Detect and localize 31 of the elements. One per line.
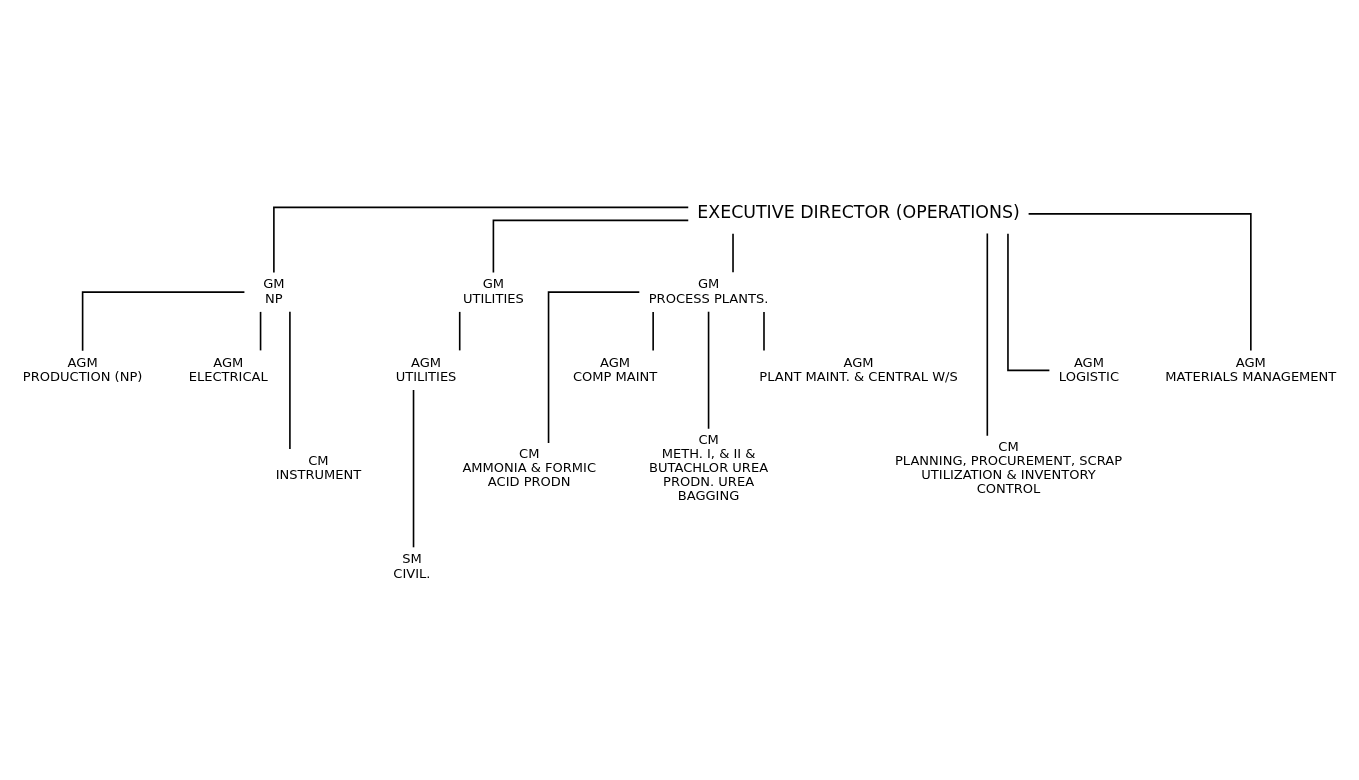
connector xyxy=(273,206,690,273)
connector xyxy=(81,290,246,351)
node-text: GM PROCESS PLANTS. xyxy=(648,275,769,306)
node-text: AGM ELECTRICAL xyxy=(188,354,268,384)
node-text: CM METH. I, & II & BUTACHLOR UREA PRODN. UREA BAGGING xyxy=(649,431,769,503)
connector xyxy=(732,232,734,273)
node-text: AGM PRODUCTION (NP) xyxy=(22,354,143,384)
node-text: AGM UTILITIES xyxy=(395,354,457,384)
node-text: GM NP xyxy=(263,275,285,306)
connector xyxy=(1007,232,1051,371)
connector xyxy=(1027,212,1252,351)
node-text: CM PLANNING, PROCUREMENT, SCRAP UTILIZATION & INVENTORY CONTROL xyxy=(894,438,1123,496)
node-text: AGM PLANT MAINT. & CENTRAL W/S xyxy=(759,354,958,384)
connector xyxy=(547,290,641,444)
connector xyxy=(412,388,415,548)
connector xyxy=(492,219,690,273)
connector xyxy=(707,310,710,430)
node-text: EXECUTIVE DIRECTOR (OPERATIONS) xyxy=(697,201,1020,222)
node-text: SM CIVIL. xyxy=(393,550,431,581)
node-text: AGM COMP MAINT xyxy=(572,354,658,384)
node-text: GM UTILITIES xyxy=(463,275,524,306)
connector xyxy=(986,232,989,437)
node-text: CM AMMONIA & FORMIC ACID PRODN xyxy=(462,445,597,489)
node-text: AGM LOGISTIC xyxy=(1058,354,1120,384)
connector xyxy=(289,310,291,450)
connector xyxy=(652,310,654,351)
connector xyxy=(458,310,461,351)
connector xyxy=(259,310,262,351)
node-text: CM INSTRUMENT xyxy=(275,452,362,482)
connector xyxy=(763,310,765,351)
node-text: AGM MATERIALS MANAGEMENT xyxy=(1165,354,1337,384)
